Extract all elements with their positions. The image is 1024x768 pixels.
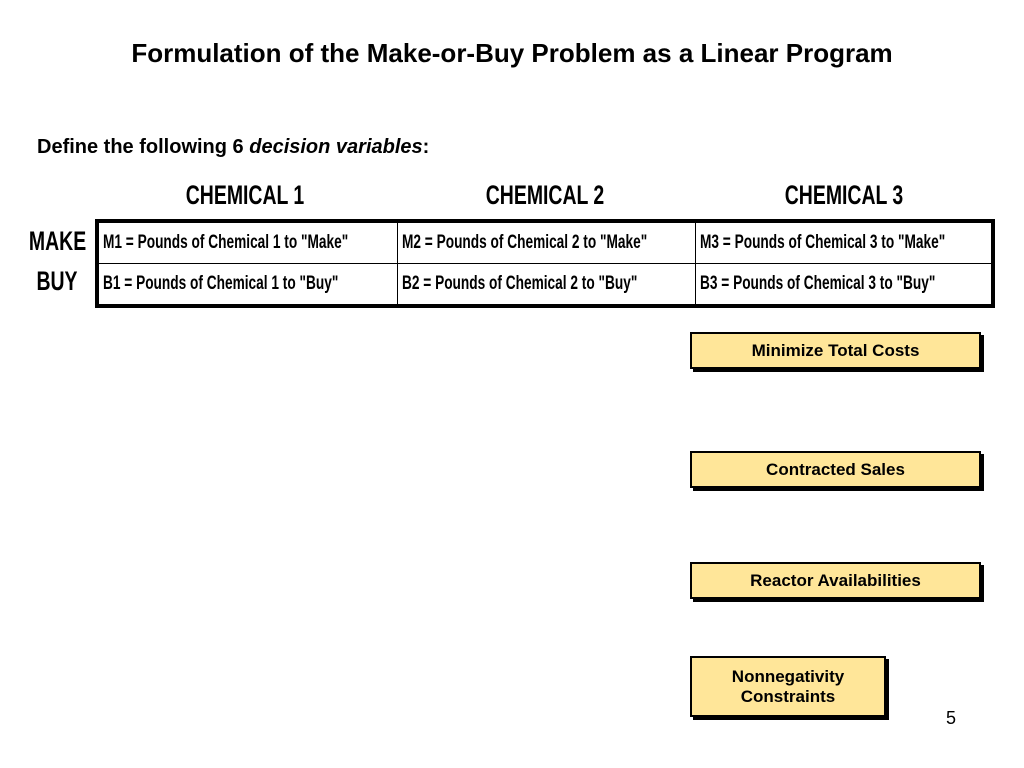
row-header-buy: BUY: [36, 266, 78, 296]
column-header-chemical-3: CHEMICAL 3: [784, 180, 904, 210]
slide-title: Formulation of the Make-or-Buy Problem a…: [131, 38, 893, 68]
nonnegativity-line-1: Nonnegativity: [731, 666, 845, 686]
subtitle-prefix: Define the following 6: [37, 136, 250, 158]
table-cell-m1: M1 = Pounds of Chemical 1 to "Make": [96, 220, 398, 264]
table-row-buy: B1 = Pounds of Chemical 1 to "Buy" B2 = …: [96, 263, 994, 307]
table-cell-m2: M2 = Pounds of Chemical 2 to "Make": [396, 220, 696, 264]
column-header-chemical-2: CHEMICAL 2: [485, 180, 605, 210]
objective-box: Minimize Total Costs: [690, 332, 981, 369]
table-cell-b3: B3 = Pounds of Chemical 3 to "Buy": [694, 263, 994, 307]
table-cell-b1: B1 = Pounds of Chemical 1 to "Buy": [96, 263, 398, 307]
table-cell-m3: M3 = Pounds of Chemical 3 to "Make": [694, 220, 994, 264]
subtitle-emphasis: decision variables: [249, 136, 423, 158]
contracted-sales-box: Contracted Sales: [690, 451, 981, 488]
reactor-availabilities-box: Reactor Availabilities: [690, 562, 981, 599]
table-row-make: M1 = Pounds of Chemical 1 to "Make" M2 =…: [96, 220, 994, 264]
subtitle: Define the following 6 decision variable…: [37, 136, 429, 159]
column-header-chemical-1: CHEMICAL 1: [185, 180, 305, 210]
table-cell-b2: B2 = Pounds of Chemical 2 to "Buy": [396, 263, 696, 307]
nonnegativity-line-2: Constraints: [740, 686, 836, 706]
nonnegativity-constraints-box: Nonnegativity Constraints: [690, 656, 886, 717]
page-number: 5: [946, 708, 957, 728]
subtitle-suffix: :: [422, 136, 430, 158]
row-header-make: MAKE: [28, 226, 87, 256]
decision-variables-table: M1 = Pounds of Chemical 1 to "Make" M2 =…: [95, 219, 995, 308]
